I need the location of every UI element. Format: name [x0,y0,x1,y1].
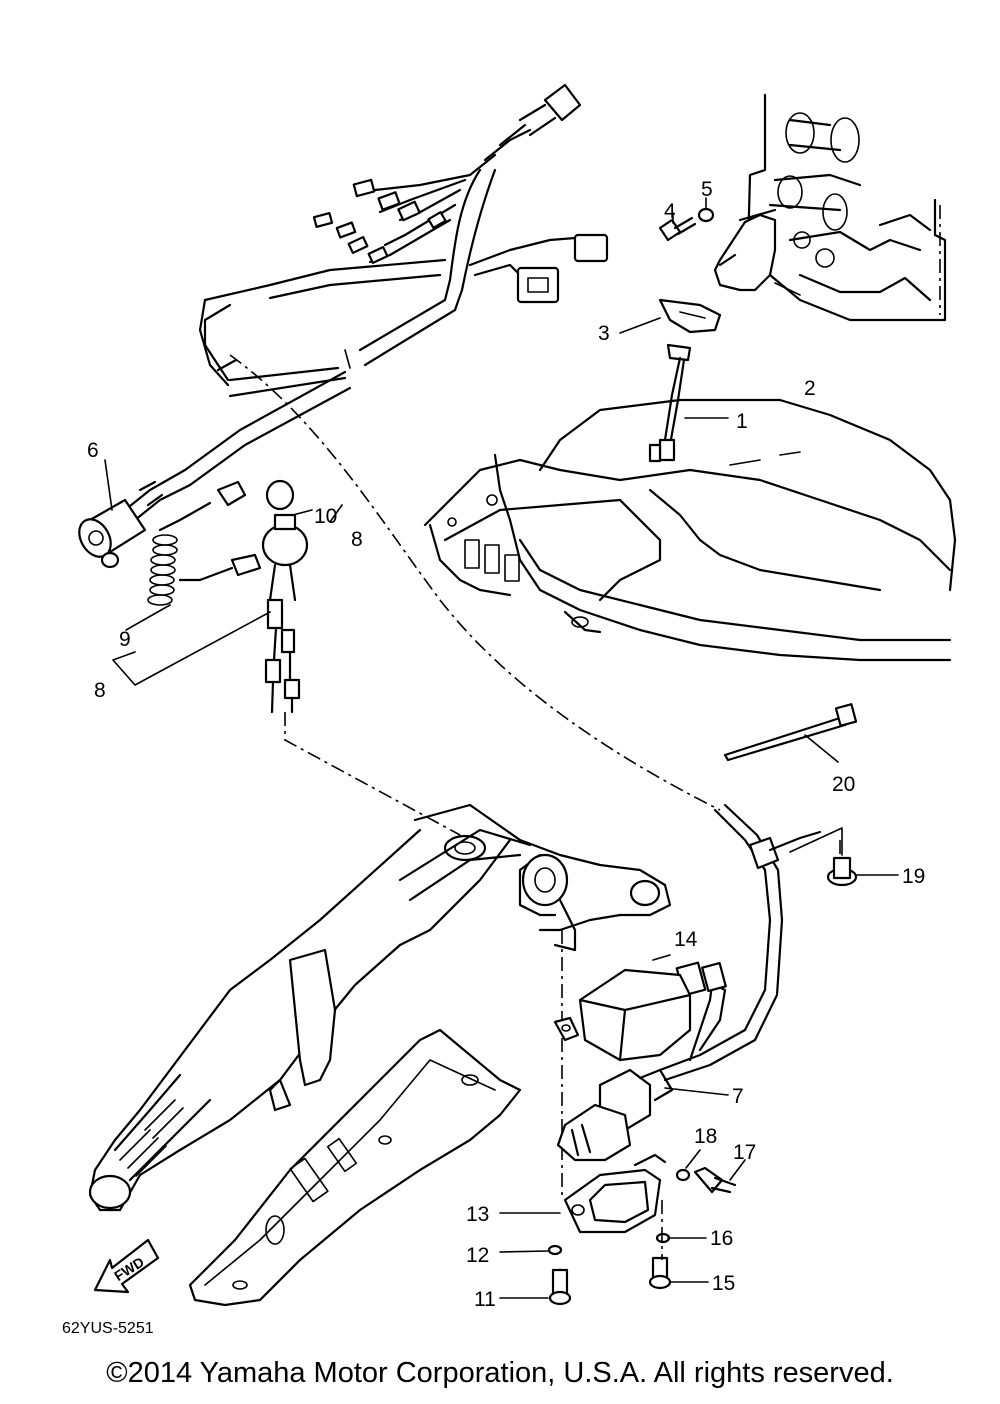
leader-lines-left [112,504,343,686]
callout-5: 5 [701,178,713,201]
throttle-grip-ribs [119,1099,184,1177]
callout-3: 3 [598,322,610,345]
callout-8-assembly: 8 [94,679,106,702]
copyright-notice: ©2014 Yamaha Motor Corporation, U.S.A. A… [106,1357,894,1389]
callout-labels: 1 2 3 4 5 6 7 8 8 9 10 11 12 13 14 15 16… [87,178,925,1311]
main-wire-harness-drawing [78,83,609,569]
callout-11: 11 [474,1288,496,1311]
callout-14: 14 [674,928,698,951]
screw-19-drawing [789,827,899,887]
callout-19: 19 [902,865,925,888]
callout-7: 7 [732,1085,744,1108]
callout-8-switch: 8 [351,528,363,551]
callout-2: 2 [804,377,816,400]
callout-16: 16 [710,1227,733,1250]
bottom-cowling-drawing [423,398,957,662]
callout-17: 17 [733,1141,756,1164]
cable-tie-drawing [723,703,858,763]
callout-12: 12 [466,1244,489,1267]
callout-6: 6 [87,439,99,462]
ignition-cable-drawing [229,354,822,1082]
callout-15: 15 [712,1272,735,1295]
forward-direction-arrow: FWD [93,1238,160,1294]
drawing-code: 62YUS-5251 [62,1320,154,1337]
callout-20: 20 [832,773,855,796]
callout-13: 13 [466,1203,489,1226]
main-switch-drawing [499,954,746,1306]
callout-9: 9 [119,628,131,651]
lanyard-coil [147,534,178,606]
callout-18: 18 [694,1125,717,1148]
assembly-guide-lines [284,712,841,1200]
bracket-parts-drawing [648,207,777,463]
leader-lines-top [104,197,801,511]
tiller-handle-drawing [88,803,672,1307]
callout-1: 1 [736,410,748,433]
lanyard-switch-drawing [147,479,309,714]
callout-4: 4 [664,200,676,223]
engine-block-drawing [746,93,947,322]
callout-10: 10 [314,505,337,528]
